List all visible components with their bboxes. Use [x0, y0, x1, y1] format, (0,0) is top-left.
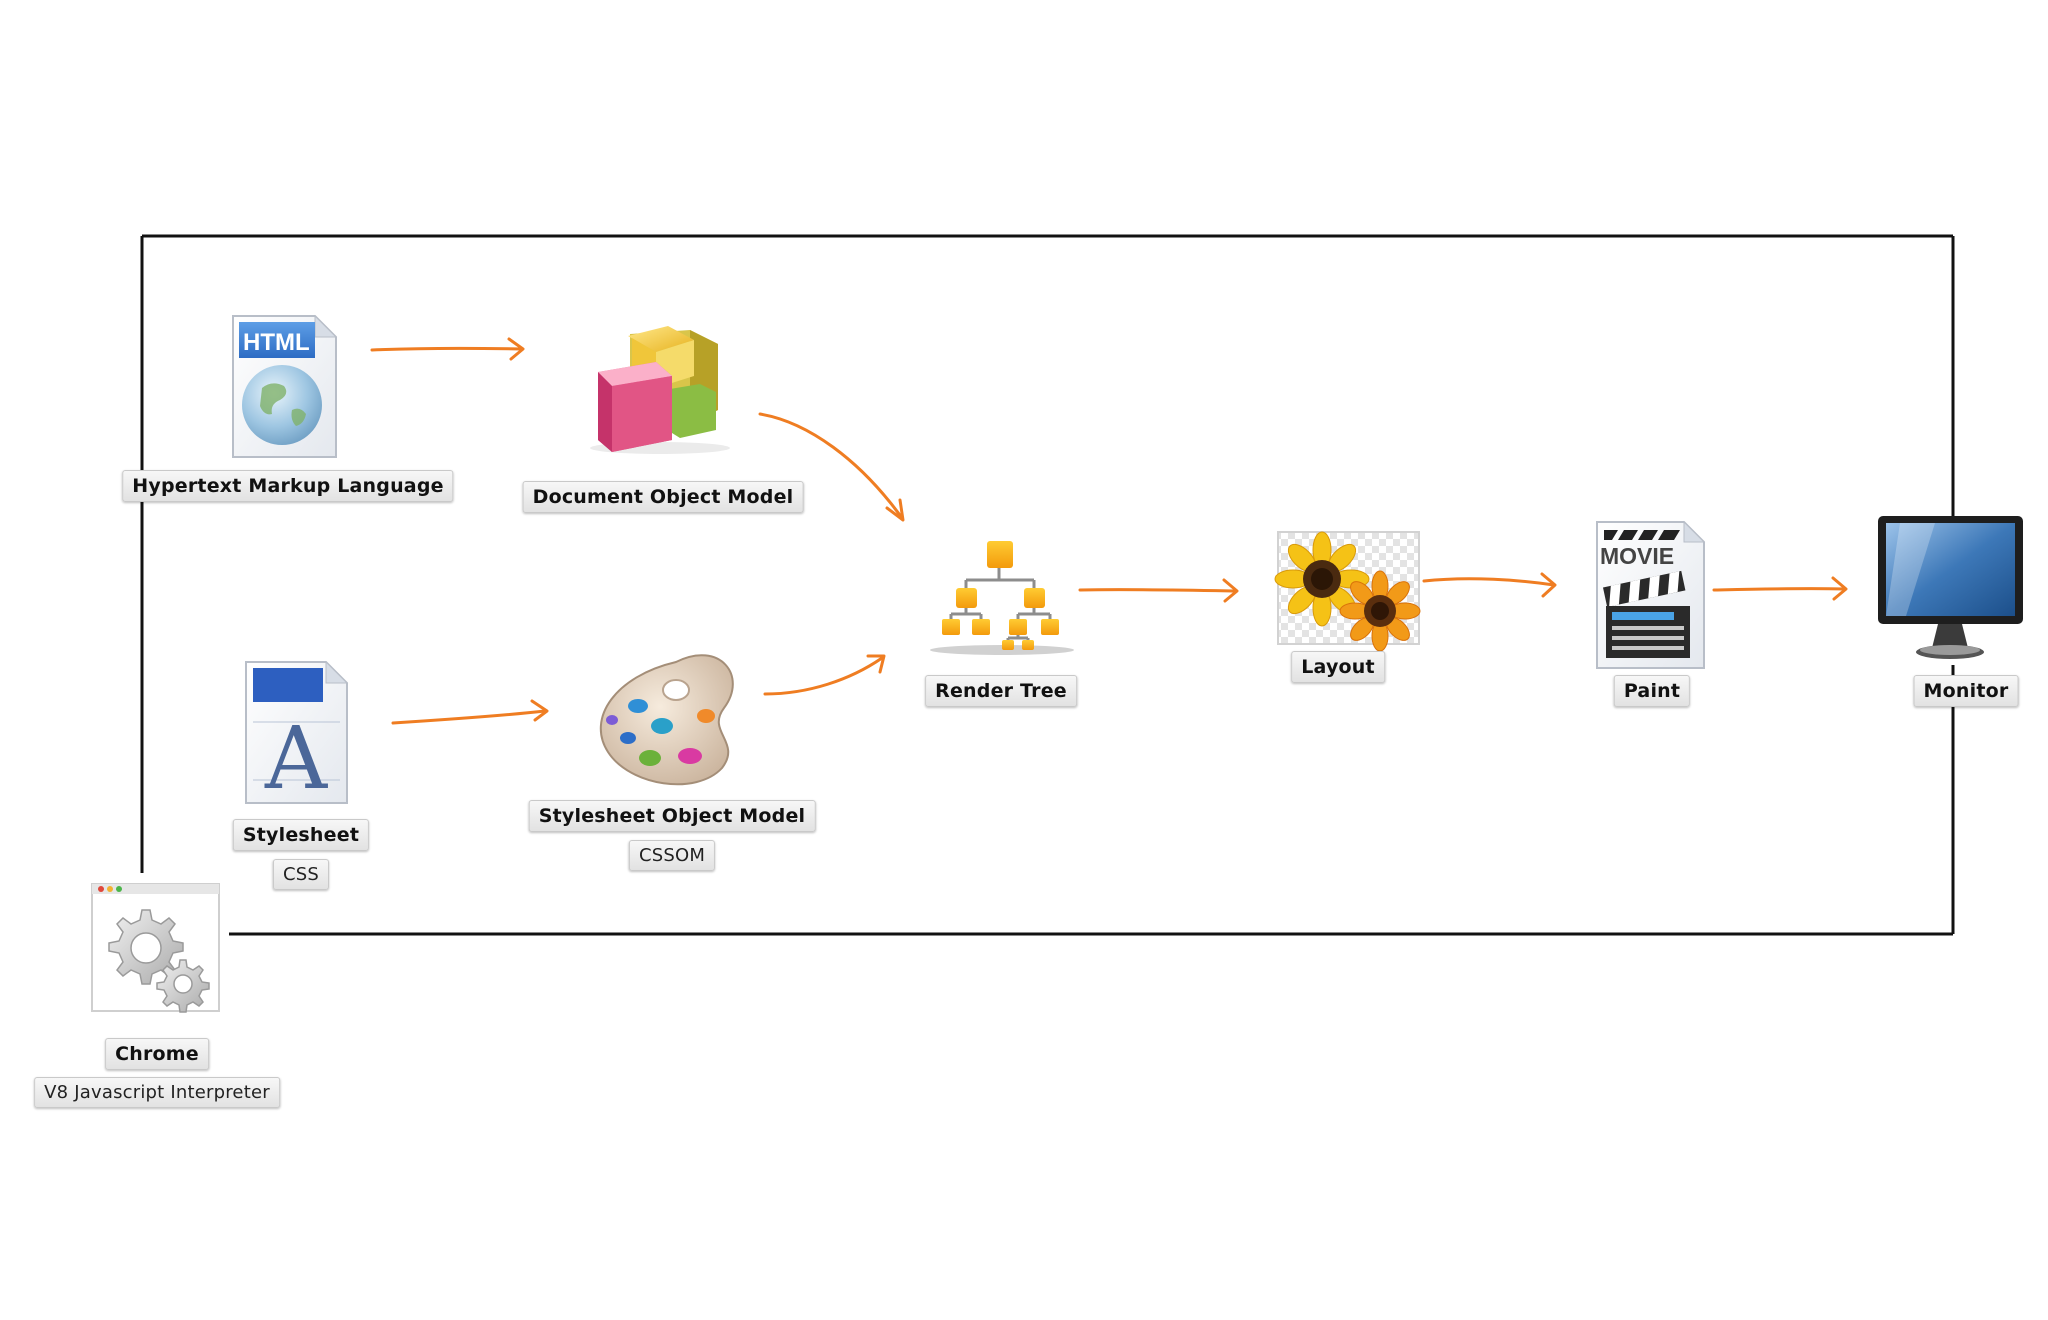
arrow-dom-to-render-tree: [758, 412, 905, 522]
svg-text:HTML: HTML: [243, 329, 310, 356]
chrome-sublabel: V8 Javascript Interpreter: [34, 1077, 280, 1108]
monitor-icon: [1878, 516, 2023, 659]
chrome-label: Chrome: [105, 1038, 209, 1070]
stylesheet-label: Stylesheet: [232, 819, 370, 851]
stylesheet-sublabel: CSS: [272, 859, 330, 890]
pipeline-frame: [140, 234, 1955, 936]
arrow-paint-to-monitor: [1712, 576, 1848, 601]
arrow-cssom-to-render-tree: [763, 654, 886, 696]
arrow-html-to-dom: [370, 337, 525, 361]
cssom-sublabel: CSSOM: [628, 840, 716, 871]
arrow-layout-to-paint: [1422, 572, 1557, 598]
render-tree-label: Render Tree: [925, 675, 1077, 707]
paint-label: Paint: [1613, 675, 1691, 707]
html-label: Hypertext Markup Language: [122, 470, 454, 502]
dom-label: Document Object Model: [522, 481, 804, 513]
svg-text:MOVIE: MOVIE: [1600, 543, 1674, 569]
arrow-render-tree-to-layout: [1078, 578, 1239, 603]
movie-clapper-icon: MOVIE: [1596, 520, 1706, 669]
monitor-label: Monitor: [1913, 675, 2019, 707]
svg-text:A: A: [264, 709, 328, 809]
html-document-icon: HTML: [232, 314, 338, 458]
arrow-stylesheet-to-cssom: [391, 699, 549, 725]
gears-app-icon: [91, 883, 220, 1013]
hierarchy-tree-icon: [930, 541, 1074, 655]
colored-blocks-icon: [590, 326, 730, 454]
sunflowers-image-icon: [1274, 531, 1421, 652]
font-document-icon: A: [245, 660, 349, 809]
layout-label: Layout: [1291, 651, 1385, 683]
cssom-label: Stylesheet Object Model: [528, 800, 816, 832]
paint-palette-icon: [599, 654, 734, 786]
